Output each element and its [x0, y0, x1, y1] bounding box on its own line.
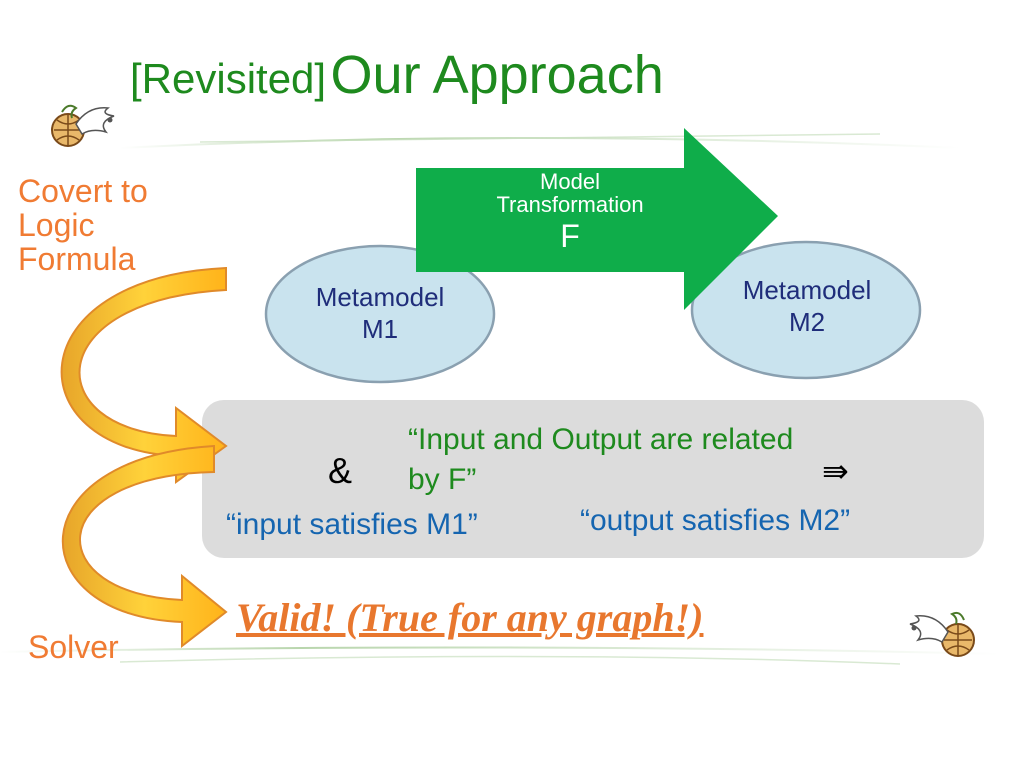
implies-symbol: ⇛: [822, 453, 849, 489]
metamodel-m2-label: Metamodel M2: [692, 274, 922, 338]
metamodel-m1-name: Metamodel: [315, 282, 445, 312]
curved-arrow-bottom: [61, 444, 228, 649]
metamodel-m1-id: M1: [361, 314, 399, 344]
transformation-arrow: [416, 128, 778, 310]
convert-label: Covert to Logic Formula: [18, 173, 148, 277]
result-text: Valid! (True for any graph!): [236, 595, 704, 640]
output-satisfies-text: “output satisfies M2”: [580, 504, 851, 537]
dove-with-globe-icon: [909, 611, 975, 657]
formula-box: [202, 400, 984, 558]
transformation-label: Model Transformation F: [470, 170, 670, 254]
metamodel-m2-name: Metamodel: [742, 275, 872, 305]
metamodel-m1-label: Metamodel M1: [265, 281, 495, 345]
input-satisfies-text: “input satisfies M1”: [226, 508, 478, 541]
relation-text: “Input and Output are related by F”: [408, 423, 794, 496]
title-prefix: [Revisited]: [130, 55, 327, 102]
and-symbol: &: [328, 450, 353, 491]
metamodel-m2-id: M2: [788, 307, 826, 337]
solver-label: Solver: [28, 629, 119, 665]
metamodel-m1-ellipse: [264, 244, 496, 384]
metamodel-m2-ellipse: [690, 240, 922, 380]
transformation-symbol: F: [560, 218, 580, 255]
title-main: Our Approach: [330, 45, 664, 105]
transformation-name: Model Transformation: [496, 169, 644, 218]
page-title: [Revisited] Our Approach: [130, 48, 664, 102]
dove-with-globe-icon: [51, 104, 115, 147]
decorative-lines: [0, 133, 1001, 665]
